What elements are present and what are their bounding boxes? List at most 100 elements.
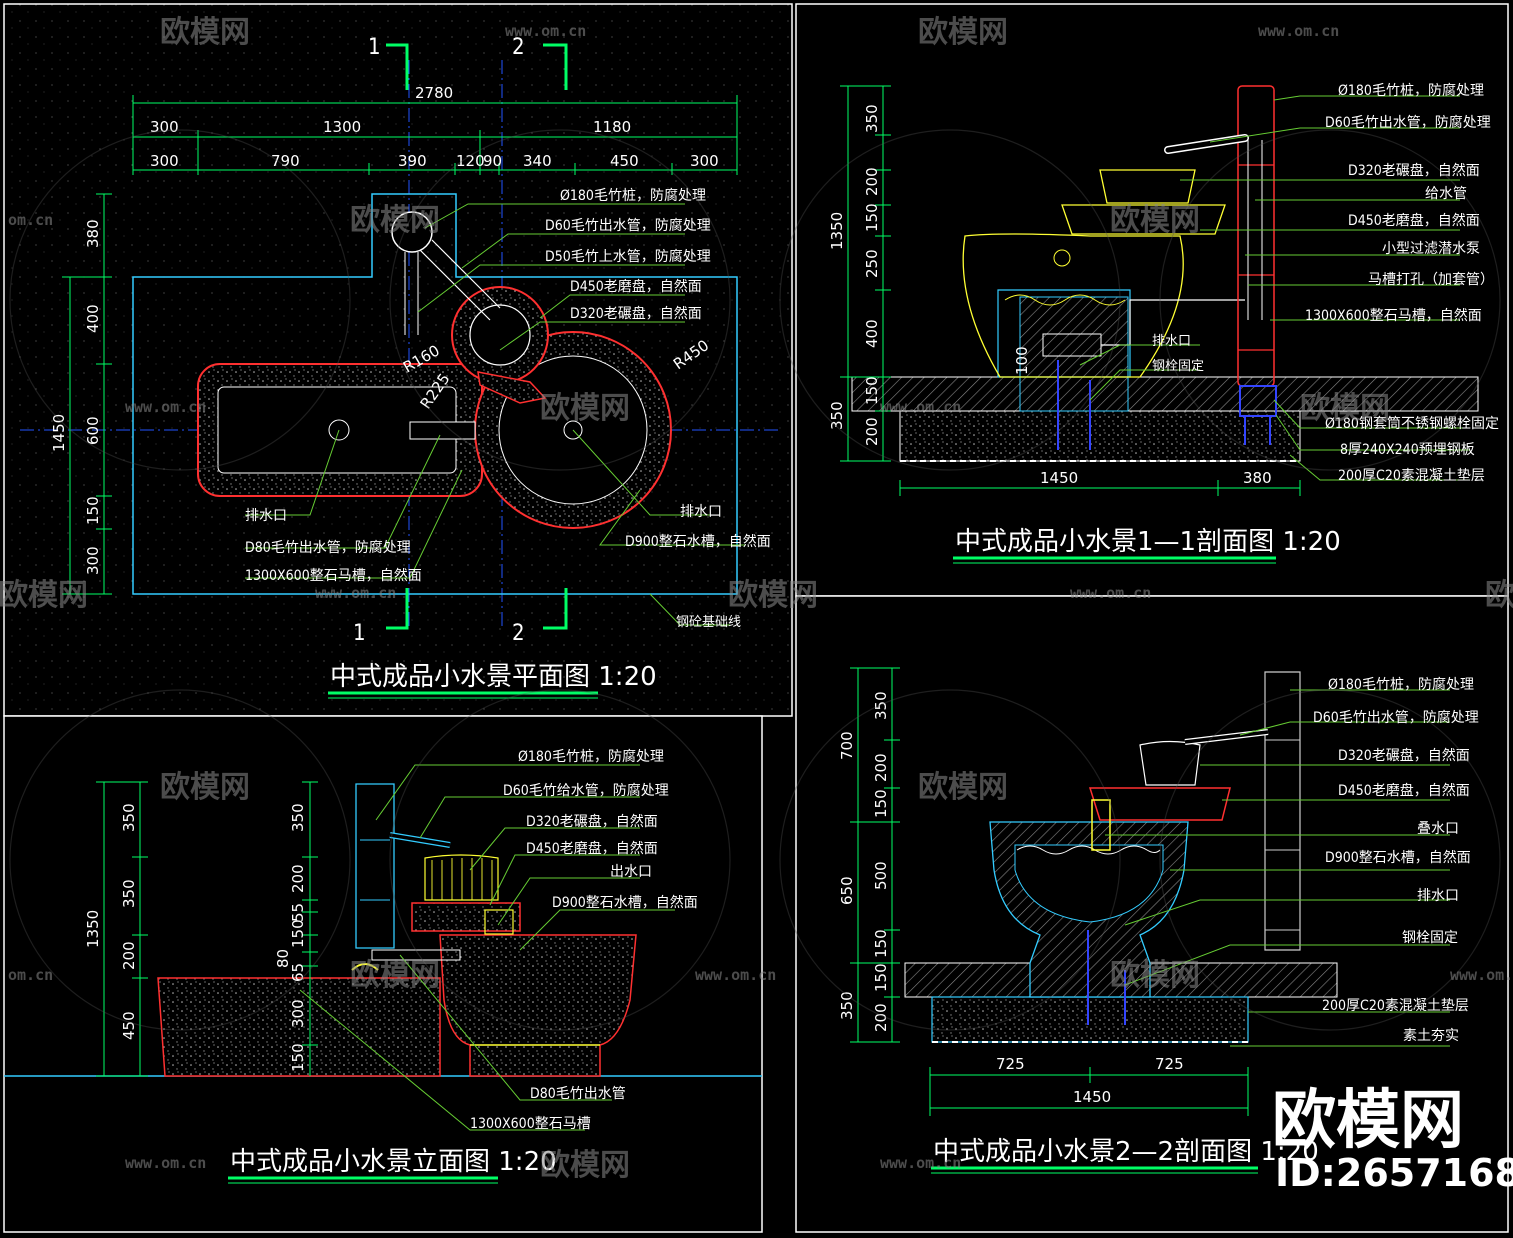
plan-dim-2780: 2780: [415, 84, 453, 102]
watermark-url-3: www.om.cn: [125, 398, 206, 416]
plan-label-d320-roller: D320老碾盘，自然面: [570, 305, 702, 322]
plan-label-bamboo-post: Ø180毛竹桩，防腐处理: [560, 187, 706, 204]
s2-dim-725b: 725: [1155, 1055, 1184, 1073]
s1-label-trough: 1300X600整石马槽，自然面: [1305, 307, 1482, 324]
s1-dim-380: 380: [1243, 469, 1272, 487]
plan-label-d50-pipe: D50毛竹上水管，防腐处理: [545, 248, 711, 265]
plan-label-d450-millstone: D450老磨盘，自然面: [570, 278, 702, 295]
el-label-trough: 1300X600整石马槽: [470, 1116, 591, 1132]
plan-dim-120: 120: [456, 152, 485, 170]
watermark-url-10: www.om.cn: [880, 1154, 961, 1172]
watermark-url-5: www.om.cn: [315, 584, 396, 602]
watermark-brand-7: 欧模网: [0, 578, 88, 613]
s1-dim-1350: 1350: [828, 212, 846, 250]
s2-label-drain: 排水口: [1417, 888, 1459, 904]
s2-label-cascade: 叠水口: [1417, 821, 1459, 837]
plan-cut-2-bottom: 2: [512, 621, 525, 646]
section2-title: 中式成品小水景2—2剖面图 1:20: [933, 1137, 1319, 1167]
el-label-d80: D80毛竹出水管: [530, 1086, 626, 1102]
watermark-url-6: www.om.cn: [1070, 584, 1151, 602]
plan-title: 中式成品小水景平面图 1:20: [330, 662, 657, 692]
plan-label-d900-basin: D900整石水槽，自然面: [625, 533, 771, 550]
elevation-dimension-lines: [96, 781, 318, 1077]
el-label-outlet: 出水口: [610, 864, 652, 880]
plan-dim-300: 300: [84, 546, 102, 575]
plan-dim-300b: 300: [150, 152, 179, 170]
el-label-d900: D900整石水槽，自然面: [552, 894, 698, 911]
watermark-url-8: www.om.cn: [1450, 966, 1513, 984]
watermark-brand-10: 欧模网: [160, 770, 250, 805]
plan-dim-300a: 300: [150, 118, 179, 136]
s1-dim-100: 100: [1013, 346, 1031, 375]
elevation-view: 350 350 200 450 1350 350 200 55 150 80 6…: [4, 748, 762, 1184]
elevation-leader-lines: [299, 764, 675, 1131]
el-label-bamboo-post: Ø180毛竹桩，防腐处理: [518, 748, 664, 765]
section1-view: 350 200 150 250 400 150 200 1350 350 145…: [828, 82, 1499, 564]
watermark-brand-2: 欧模网: [918, 15, 1008, 50]
plan-label-drain-2: 排水口: [680, 504, 722, 520]
el-dim-350b: 350: [120, 879, 138, 908]
s1-label-pump: 小型过滤潜水泵: [1382, 241, 1480, 257]
s2-dim-650: 650: [838, 876, 856, 905]
plan-label-foundation: 钢砼基础线: [676, 615, 741, 630]
s2-dim-725a: 725: [996, 1055, 1025, 1073]
watermark-brand-large: 欧模网: [1272, 1084, 1464, 1158]
el-dim-m350: 350: [289, 803, 307, 832]
s2-label-d320: D320老碾盘，自然面: [1338, 747, 1470, 764]
s1-dim-1450: 1450: [1040, 469, 1078, 487]
s2-label-d60-pipe: D60毛竹出水管，防腐处理: [1313, 709, 1479, 726]
s1-dim-350: 350: [863, 104, 881, 133]
s1-dim-400: 400: [863, 319, 881, 348]
plan-dim-380: 380: [84, 219, 102, 248]
el-dim-m55: 55: [289, 903, 307, 922]
el-dim-m80: 80: [274, 949, 292, 968]
plan-panel-frame: [3, 3, 793, 717]
el-label-d60-pipe: D60毛竹给水管，防腐处理: [503, 782, 669, 799]
s2-dim-350: 350: [872, 691, 890, 720]
el-dim-450: 450: [120, 1011, 138, 1040]
section1-dimension-lines: [840, 85, 1301, 496]
s2-dim-150c: 150: [872, 963, 890, 992]
s1-label-bamboo-post: Ø180毛竹桩，防腐处理: [1338, 82, 1484, 99]
el-dim-1350: 1350: [84, 910, 102, 948]
s1-label-d320: D320老碾盘，自然面: [1348, 162, 1480, 179]
watermark-brand-12: 欧模网: [350, 958, 440, 993]
el-dim-m65: 65: [289, 963, 307, 982]
plan-dim-400: 400: [84, 304, 102, 333]
watermark-url-2: www.om.cn: [1258, 22, 1339, 40]
s1-dim-150: 150: [863, 203, 881, 232]
s2-dim-350b: 350: [838, 991, 856, 1020]
el-dim-m200: 200: [289, 864, 307, 893]
s2-label-d900: D900整石水槽，自然面: [1325, 849, 1471, 866]
watermark-brand-5: 欧模网: [540, 391, 630, 426]
plan-dim-340: 340: [523, 152, 552, 170]
el-dim-200: 200: [120, 941, 138, 970]
watermark-brand-11: 欧模网: [918, 770, 1008, 805]
s2-label-anchor: 钢栓固定: [1402, 930, 1458, 946]
s1-label-drain: 排水口: [1152, 334, 1191, 349]
s1-dim-150b: 150: [863, 376, 881, 405]
s1-label-supply-pipe: 给水管: [1425, 186, 1467, 202]
watermark-url-9: www.om.cn: [125, 1154, 206, 1172]
s1-label-anchor: 钢栓固定: [1152, 359, 1204, 374]
watermark-brand-14: 欧模网: [540, 1148, 630, 1183]
plan-dim-90: 90: [483, 152, 502, 170]
plan-dimension-lines: [62, 95, 738, 595]
section2-leader-lines: [1105, 689, 1450, 1047]
el-dim-350a: 350: [120, 803, 138, 832]
watermark-url-7: www.om.cn: [695, 966, 776, 984]
section1-leader-lines: [1079, 95, 1470, 481]
el-dim-m300: 300: [289, 999, 307, 1028]
s2-label-d450: D450老磨盘，自然面: [1338, 782, 1470, 799]
plan-view: 1 2 1 2 2780 300 1300 1180 300 790 390 1…: [20, 35, 780, 699]
plan-label-d60-pipe: D60毛竹出水管，防腐处理: [545, 217, 711, 234]
plan-section-markers: [386, 43, 568, 630]
s1-label-d450: D450老磨盘，自然面: [1348, 212, 1480, 229]
s2-dim-150: 150: [872, 789, 890, 818]
plan-dim-1180: 1180: [593, 118, 631, 136]
plan-label-trough: 1300X600整石马槽，自然面: [245, 567, 422, 584]
watermark-url-short-2: om.cn: [8, 966, 53, 984]
plan-leader-lines: [245, 203, 745, 626]
s2-dim-200b: 200: [872, 1003, 890, 1032]
el-label-d450: D450老磨盘，自然面: [526, 840, 658, 857]
